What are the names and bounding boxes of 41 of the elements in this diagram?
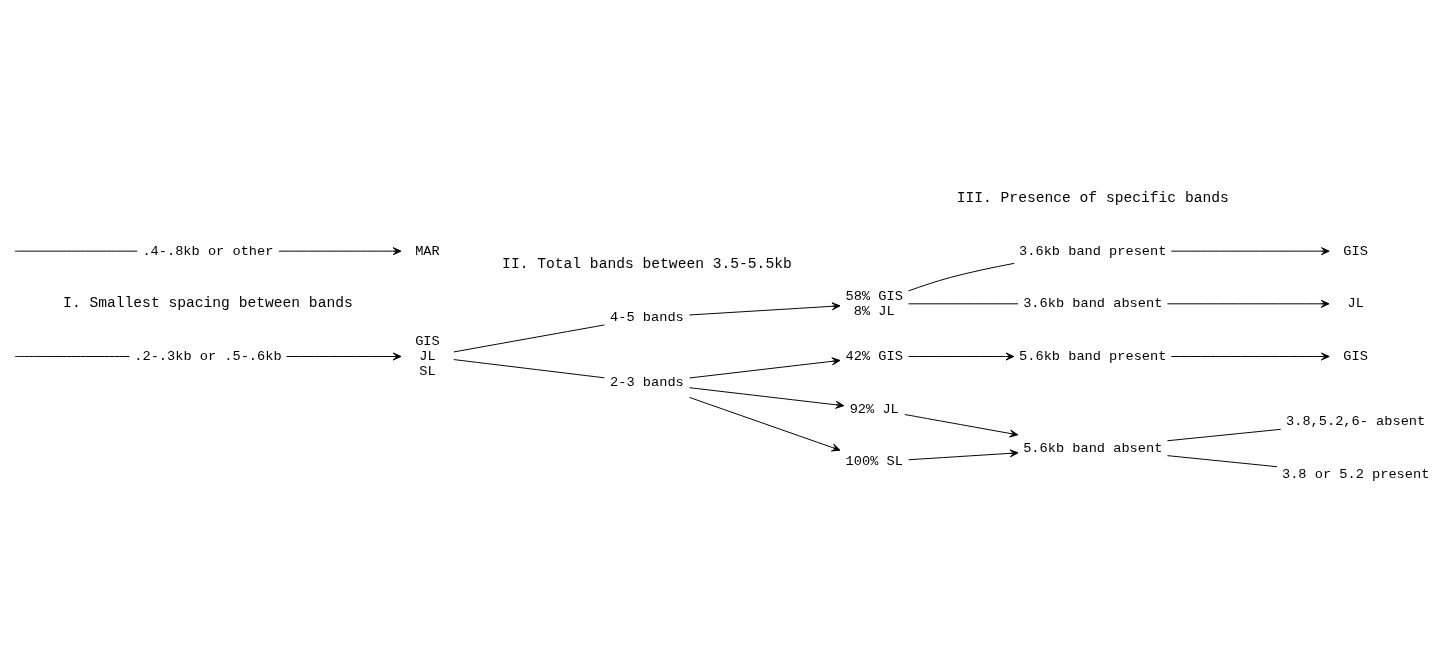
connector [1166, 454, 1278, 467]
node-text: 100% SL [845, 453, 903, 469]
node-text: 4-5 bands [610, 309, 684, 325]
arrow [1170, 246, 1330, 255]
node-text: JL [1347, 295, 1364, 311]
node-text: 58% GIS 8% JL [845, 288, 903, 319]
connector [14, 355, 130, 357]
label: III. Presence of specific bands [956, 189, 1229, 206]
arrow [689, 386, 845, 409]
node-text: MAR [415, 243, 440, 259]
arrow [904, 413, 1019, 437]
arrow [1166, 299, 1330, 308]
node-text: 3.6kb band present [1019, 243, 1167, 259]
connector [453, 323, 605, 352]
connector [908, 302, 1019, 304]
node-text: .2-.3kb or .5-.6kb [134, 348, 282, 364]
arrow [1170, 352, 1330, 360]
node-text: 5.6kb band present [1019, 348, 1167, 364]
node-text: 2-3 bands [610, 374, 684, 390]
arrow [689, 301, 841, 315]
node-text: 3.8,5.2,6- absent [1286, 413, 1426, 429]
node-text: 3.8 or 5.2 present [1281, 466, 1430, 482]
arrow [278, 246, 402, 255]
node-text: .4-.8kb or other [142, 243, 274, 259]
connector [453, 358, 605, 378]
connector [1166, 428, 1282, 441]
node-text: GIS [1343, 348, 1368, 364]
arrow [286, 352, 402, 360]
node-text: 92% JL [849, 401, 899, 417]
node-text: GIS JL SL [415, 333, 440, 379]
node-text: 3.6kb band absent [1023, 295, 1163, 311]
label: II. Total bands between 3.5-5.5kb [502, 255, 792, 272]
node-text: 42% GIS [845, 348, 903, 364]
node-text: 5.6kb band absent [1023, 440, 1163, 456]
arrow [908, 352, 1015, 360]
arrow [908, 448, 1019, 460]
node-text: GIS [1343, 243, 1368, 259]
label: I. Smallest spacing between bands [63, 294, 353, 311]
arrow [689, 396, 841, 451]
connector [908, 262, 1015, 291]
arrow [689, 356, 841, 378]
